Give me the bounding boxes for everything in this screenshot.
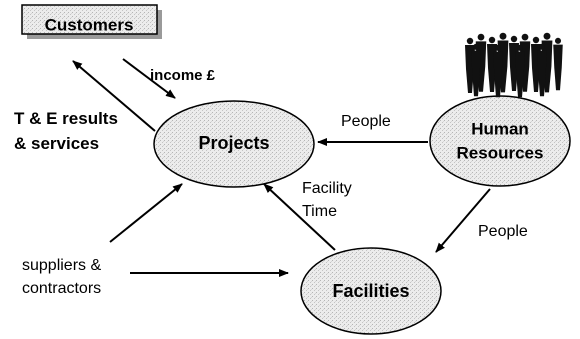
projects-node: Projects xyxy=(153,100,315,188)
people-group-icon xyxy=(465,32,563,98)
arrow-hr-to-facilities xyxy=(435,188,491,253)
facilities-label: Facilities xyxy=(332,281,409,301)
arrow-projects-to-customers xyxy=(72,60,156,132)
customers-label: Customers xyxy=(45,15,134,34)
people-to-facilities-label: People xyxy=(478,223,528,240)
facility-time-label-line1: Facility xyxy=(302,180,352,197)
arrow-suppliers-to-projects xyxy=(109,183,183,243)
income-label: income £ xyxy=(150,67,216,84)
facilities-node: Facilities xyxy=(300,247,442,335)
people-to-projects-label: People xyxy=(341,113,391,130)
human-resources-label-line1: Human xyxy=(471,119,529,138)
results-label-line1: T & E results xyxy=(14,109,118,128)
suppliers-label-line1: suppliers & xyxy=(22,257,101,274)
human-resources-label-line2: Resources xyxy=(457,143,544,162)
arrow-facilities-to-projects xyxy=(263,183,336,251)
suppliers-label-line2: contractors xyxy=(22,280,101,297)
arrow-customers-to-projects xyxy=(122,58,176,99)
human-resources-node: Human Resources xyxy=(429,95,571,187)
results-label-line2: & services xyxy=(14,134,99,153)
projects-label: Projects xyxy=(198,133,269,153)
facility-time-label-line2: Time xyxy=(302,203,337,220)
customers-node: Customers xyxy=(21,4,162,39)
